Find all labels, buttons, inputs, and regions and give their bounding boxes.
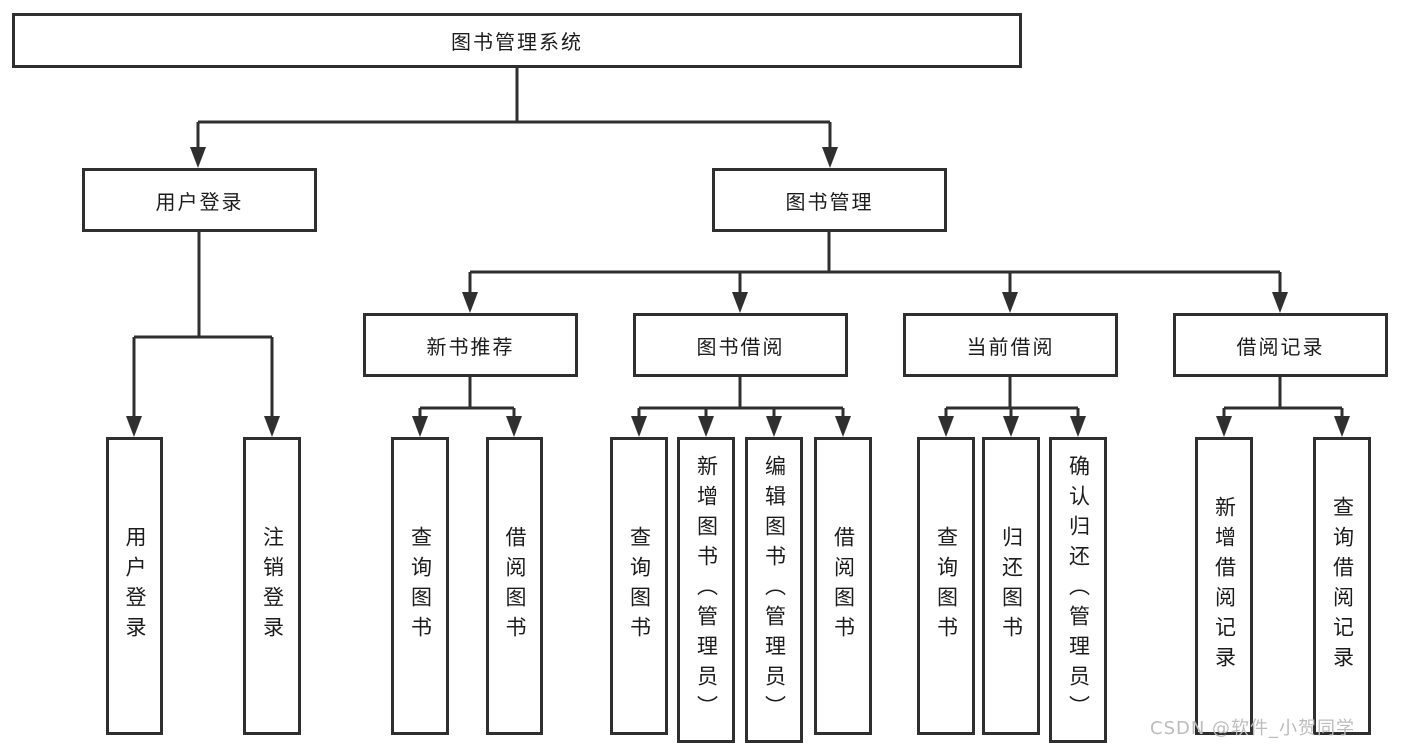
leaf-user-login: 用户登录 — [106, 437, 163, 735]
node-book-borrow: 图书借阅 — [633, 313, 848, 377]
leaf-add-book-admin: 新增图书（管理员） — [677, 437, 735, 743]
node-label: 新增图书（管理员） — [694, 455, 719, 725]
node-label: 归还图书 — [999, 526, 1024, 646]
node-label: 编辑图书（管理员） — [762, 455, 787, 725]
node-current-borrow: 当前借阅 — [903, 313, 1118, 377]
leaf-borrow-books: 借阅图书 — [486, 437, 543, 735]
node-label: 查询图书 — [934, 526, 959, 646]
node-label: 查询图书 — [627, 526, 652, 646]
node-label: 查询借阅记录 — [1330, 496, 1355, 676]
leaf-confirm-return-admin: 确认归还（管理员） — [1049, 437, 1107, 743]
node-label: 借阅图书 — [831, 526, 856, 646]
node-user-login: 用户登录 — [82, 168, 317, 232]
leaf-logout: 注销登录 — [243, 437, 301, 735]
node-label: 用户登录 — [123, 526, 147, 646]
node-label: 查询图书 — [408, 526, 433, 646]
leaf-query-books: 查询图书 — [610, 437, 668, 735]
node-label: 新增借阅记录 — [1212, 496, 1237, 676]
leaf-edit-book-admin: 编辑图书（管理员） — [745, 437, 803, 743]
node-label: 借阅图书 — [503, 526, 527, 646]
node-label: 确认归还（管理员） — [1066, 455, 1091, 725]
node-book-management: 图书管理 — [712, 168, 947, 232]
leaf-borrow-books: 借阅图书 — [814, 437, 872, 735]
node-borrow-records: 借阅记录 — [1173, 313, 1388, 377]
leaf-return-book: 归还图书 — [982, 437, 1040, 735]
node-label: 图书管理 — [785, 189, 874, 214]
node-new-book-recommend: 新书推荐 — [363, 313, 578, 377]
node-label: 新书推荐 — [426, 334, 515, 359]
node-label: 图书管理系统 — [451, 30, 583, 54]
node-label: 借阅记录 — [1236, 334, 1325, 359]
watermark: CSDN @软件_小贺同学 — [1150, 718, 1356, 739]
node-label: 用户登录 — [155, 189, 244, 214]
node-library-system: 图书管理系统 — [12, 13, 1022, 68]
leaf-query-borrow-record: 查询借阅记录 — [1313, 437, 1371, 735]
node-label: 图书借阅 — [696, 334, 785, 359]
leaf-query-books: 查询图书 — [917, 437, 975, 735]
node-label: 当前借阅 — [966, 334, 1055, 359]
leaf-add-borrow-record: 新增借阅记录 — [1195, 437, 1253, 735]
leaf-query-books: 查询图书 — [391, 437, 449, 735]
node-label: 注销登录 — [260, 526, 285, 646]
